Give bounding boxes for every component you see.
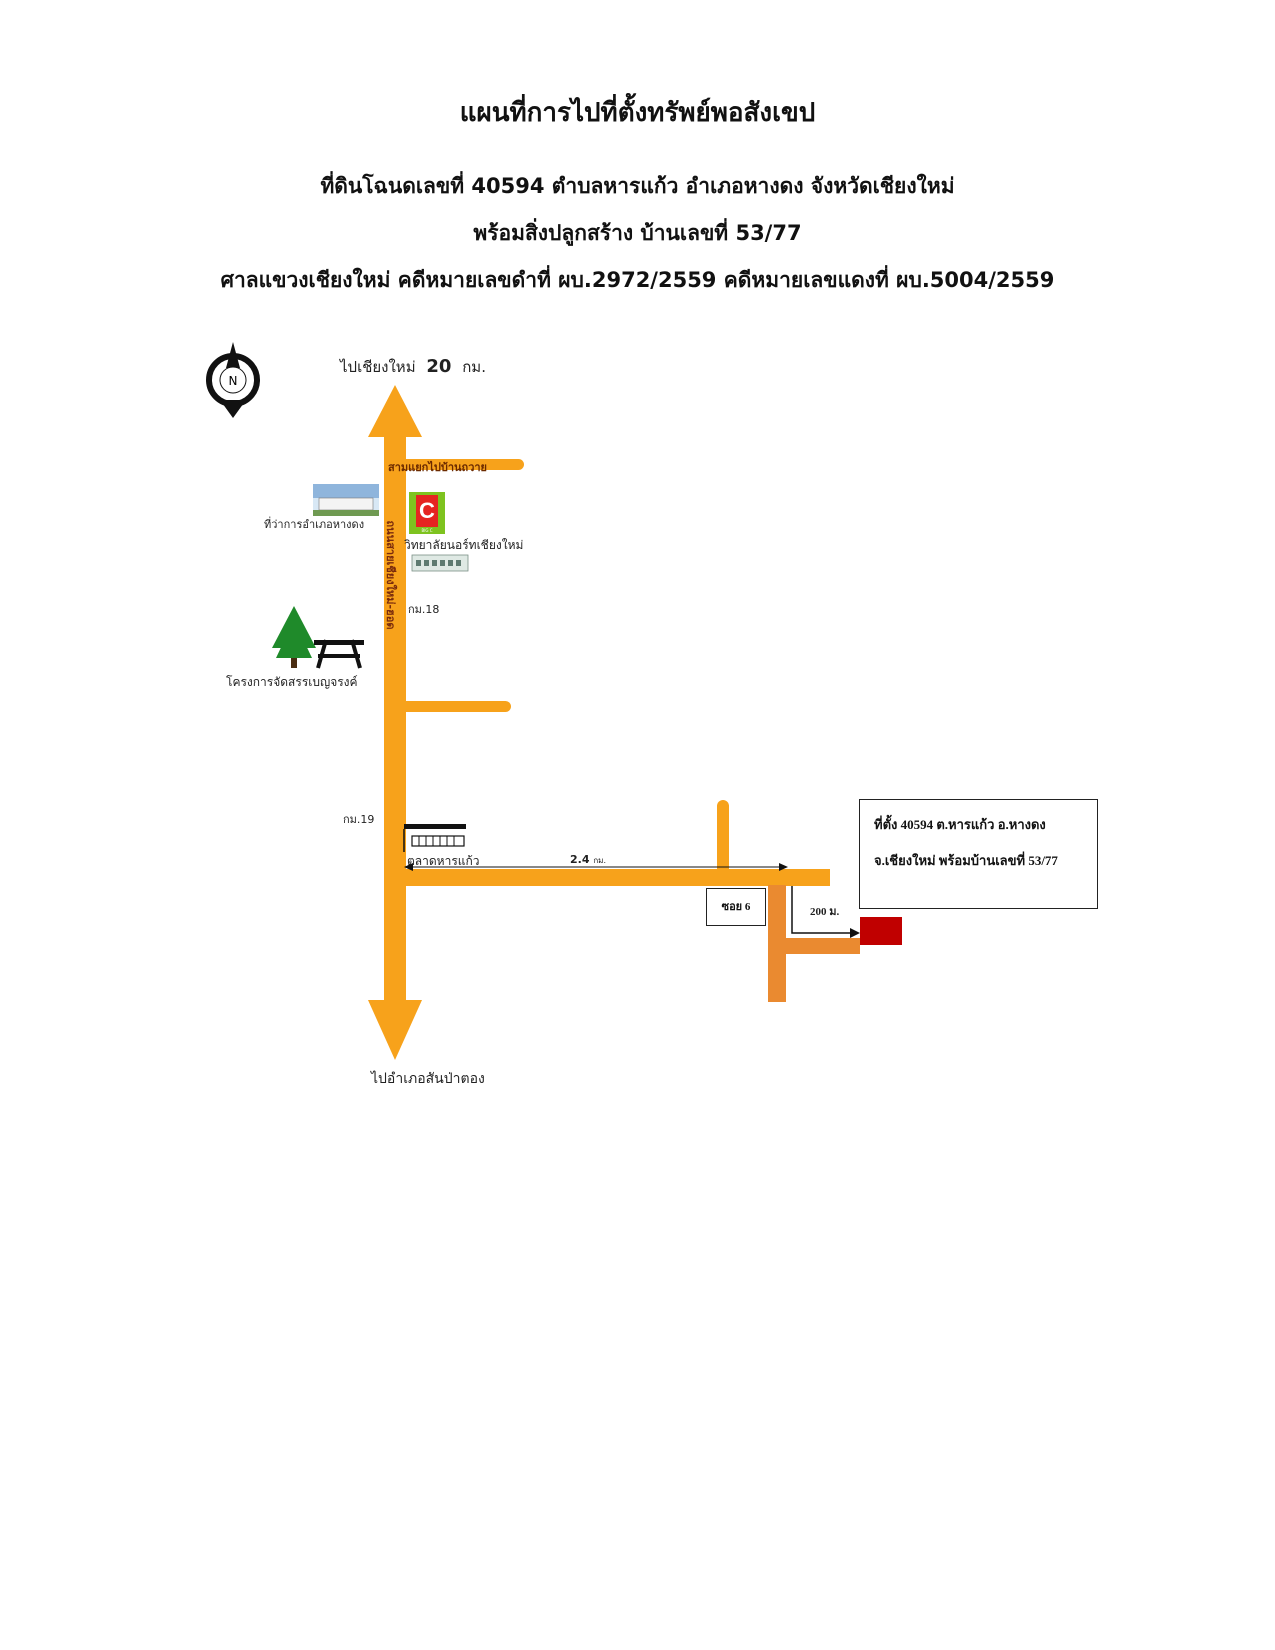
distance-main: 2.4 กม. bbox=[570, 852, 606, 867]
compass-letter: N bbox=[229, 374, 238, 388]
college-icon bbox=[411, 554, 469, 572]
side-road bbox=[400, 701, 511, 712]
deed-line: ที่ดินโฉนดเลขที่ 40594 ตำบลหารแก้ว อำเภอ… bbox=[320, 174, 955, 198]
page-title: แผนที่การไปที่ตั้งทรัพย์พอสังเขป bbox=[459, 98, 816, 128]
property-marker bbox=[860, 917, 902, 945]
distance-main-unit: กม. bbox=[593, 856, 606, 865]
bigc-text: BIG C bbox=[421, 528, 433, 533]
district-office-label: ที่ว่าการอำเภอหางดง bbox=[264, 518, 365, 531]
distance-arrow bbox=[404, 863, 788, 871]
km18-label: กม.18 bbox=[408, 603, 440, 616]
market-icon bbox=[403, 824, 466, 852]
soi-road bbox=[768, 885, 786, 1002]
district-office-icon bbox=[313, 484, 379, 516]
distance-main-value: 2.4 bbox=[570, 853, 590, 866]
building-line: พร้อมสิ่งปลูกสร้าง บ้านเลขที่ 53/77 bbox=[473, 221, 802, 245]
picnic-table-icon bbox=[314, 639, 364, 669]
north-destination-text: ไปเชียงใหม่ bbox=[340, 358, 416, 376]
court-case-line: ศาลแขวงเชียงใหม่ คดีหมายเลขดำที่ ผบ.2972… bbox=[220, 268, 1055, 292]
soi-label: ซอย 6 bbox=[721, 901, 751, 913]
park-label: โครงการจัดสรรเบญจรงค์ bbox=[226, 675, 358, 689]
final-route-arrow bbox=[791, 886, 860, 938]
south-destination: ไปอำเภอสันป่าตอง bbox=[371, 1071, 485, 1087]
north-destination-km: 20 bbox=[426, 356, 452, 377]
location-line1: ที่ตั้ง 40594 ต.หารแก้ว อ.หางดง bbox=[874, 817, 1046, 832]
main-road-south-arrow bbox=[368, 1000, 422, 1060]
location-line2: จ.เชียงใหม่ พร้อมบ้านเลขที่ 53/77 bbox=[874, 853, 1058, 868]
soi-box: ซอย 6 bbox=[706, 888, 766, 926]
main-road-north-arrow bbox=[368, 385, 422, 437]
location-box: ที่ตั้ง 40594 ต.หารแก้ว อ.หางดง จ.เชียงใ… bbox=[859, 799, 1098, 909]
college-label: วิทยาลัยนอร์ทเชียงใหม่ bbox=[404, 538, 524, 552]
horizontal-road bbox=[400, 869, 830, 886]
km19-label: กม.19 bbox=[343, 813, 375, 826]
junction-label: สามแยกไปบ้านถวาย bbox=[388, 461, 487, 474]
road-name: ถนนสายเชียงใหม่-ฮอด bbox=[384, 520, 397, 630]
side-road-north bbox=[717, 800, 729, 870]
distance-last: 200 ม. bbox=[810, 906, 840, 918]
north-destination-unit: กม. bbox=[462, 358, 486, 376]
north-destination: ไปเชียงใหม่ 20 กม. bbox=[340, 355, 486, 379]
market-label: ตลาดหารแก้ว bbox=[407, 854, 480, 868]
bigc-logo: C BIG C bbox=[409, 492, 445, 534]
compass-icon: N bbox=[206, 342, 260, 418]
soi-branch-road bbox=[786, 938, 860, 954]
tree-icon bbox=[272, 606, 316, 668]
main-road bbox=[384, 430, 406, 1002]
junction-road bbox=[400, 459, 524, 470]
